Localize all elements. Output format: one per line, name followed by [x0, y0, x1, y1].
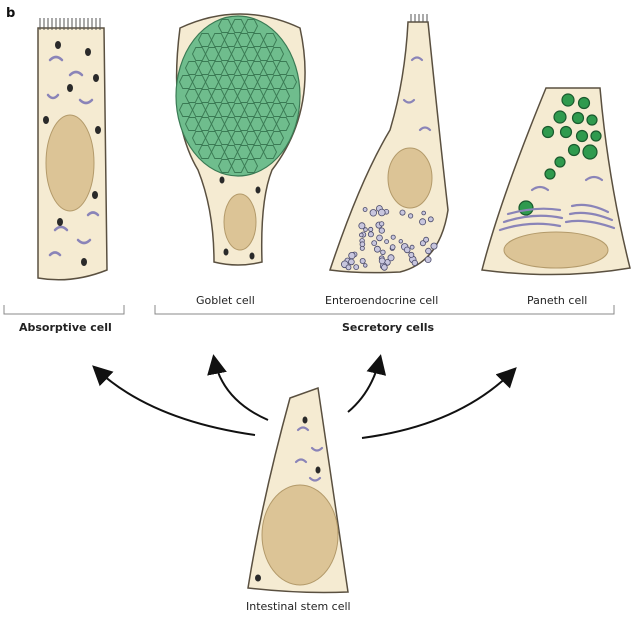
enteroendocrine-cell [330, 14, 448, 273]
intestinal-stem-cell-label: Intestinal stem cell [246, 600, 351, 613]
absorptive-bracket [4, 305, 124, 314]
arrow-to-absorptive [95, 368, 255, 435]
arrow-to-goblet [214, 358, 268, 420]
paneth-cell-label: Paneth cell [527, 294, 587, 307]
enteroendocrine-microvilli [411, 14, 427, 22]
secretory-cells-label: Secretory cells [342, 321, 434, 334]
absorptive-cell-label: Absorptive cell [19, 321, 112, 334]
goblet-nucleus [224, 194, 256, 250]
goblet-cell [176, 14, 305, 265]
absorptive-cell [38, 18, 107, 280]
arrow-to-paneth [362, 370, 514, 438]
paneth-cell [482, 88, 630, 275]
absorptive-nucleus [46, 115, 94, 211]
arrow-to-enteroendocrine [348, 358, 380, 412]
stem-cell-nucleus [262, 485, 338, 585]
goblet-cell-label: Goblet cell [196, 294, 255, 307]
enteroendocrine-cell-label: Enteroendocrine cell [325, 294, 438, 307]
enteroendocrine-nucleus [388, 148, 432, 208]
enteroendocrine-cell-body [330, 22, 448, 273]
paneth-nucleus [504, 232, 608, 268]
